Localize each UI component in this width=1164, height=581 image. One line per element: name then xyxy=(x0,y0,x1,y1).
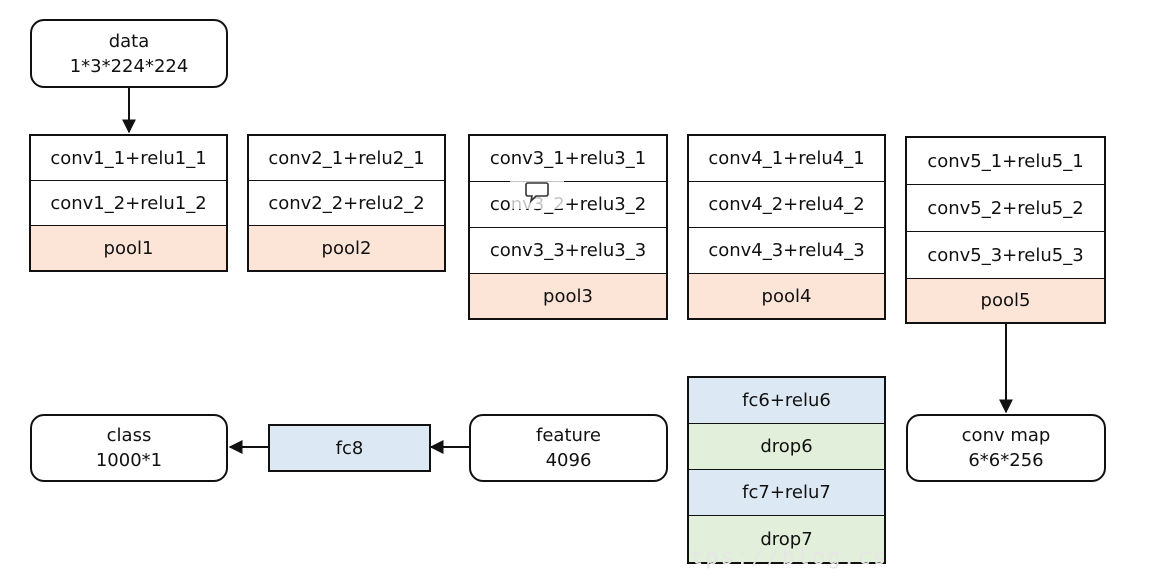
feature-shape: 4096 xyxy=(545,450,592,471)
layer-conv5-2: conv5_2+relu5_2 xyxy=(907,185,1104,232)
layer-conv3-3: conv3_3+relu3_3 xyxy=(470,228,666,274)
layer-conv3-1: conv3_1+relu3_1 xyxy=(470,136,666,182)
layer-conv5-3: conv5_3+relu5_3 xyxy=(907,232,1104,279)
layer-conv4-1: conv4_1+relu4_1 xyxy=(689,136,884,182)
layer-pool3: pool3 xyxy=(470,274,666,318)
feature-name: feature xyxy=(536,425,601,446)
layer-drop7: drop7 xyxy=(689,516,884,562)
data-input-shape: 1*3*224*224 xyxy=(69,55,189,77)
fc-stack: fc6+relu6 drop6 fc7+relu7 drop7 xyxy=(687,376,886,564)
conv-map-shape: 6*6*256 xyxy=(968,450,1044,471)
layer-conv2-2: conv2_2+relu2_2 xyxy=(249,181,444,226)
conv-block-3: conv3_1+relu3_1 conv3_2+relu3_2 conv3_3+… xyxy=(468,134,668,320)
data-input-node: data 1*3*224*224 xyxy=(30,19,228,88)
conv-map-name: conv map xyxy=(961,425,1051,446)
conv-map-node: conv map 6*6*256 xyxy=(906,414,1106,482)
conv-block-5: conv5_1+relu5_1 conv5_2+relu5_2 conv5_3+… xyxy=(905,136,1106,324)
speech-bubble-icon[interactable] xyxy=(510,175,564,209)
fc8-node: fc8 xyxy=(268,424,431,472)
layer-pool4: pool4 xyxy=(689,274,884,318)
conv-block-2: conv2_1+relu2_1 conv2_2+relu2_2 pool2 xyxy=(247,134,446,272)
layer-conv3-2: conv3_2+relu3_2 xyxy=(470,182,666,228)
class-output-name: class xyxy=(106,425,152,446)
layer-conv1-2: conv1_2+relu1_2 xyxy=(31,181,226,226)
conv-block-1: conv1_1+relu1_1 conv1_2+relu1_2 pool1 xyxy=(29,134,228,272)
data-input-name: data xyxy=(108,30,150,52)
layer-drop6: drop6 xyxy=(689,424,884,470)
layer-conv4-3: conv4_3+relu4_3 xyxy=(689,228,884,274)
class-output-node: class 1000*1 xyxy=(30,414,228,482)
feature-node: feature 4096 xyxy=(469,414,668,482)
layer-pool1: pool1 xyxy=(31,226,226,270)
fc8-label: fc8 xyxy=(335,437,364,459)
layer-conv2-1: conv2_1+relu2_1 xyxy=(249,136,444,181)
layer-pool5: pool5 xyxy=(907,279,1104,322)
class-output-shape: 1000*1 xyxy=(95,450,163,471)
layer-fc6: fc6+relu6 xyxy=(689,378,884,424)
watermark: tps://blog.cs xyxy=(690,545,889,570)
layer-conv1-1: conv1_1+relu1_1 xyxy=(31,136,226,181)
layer-conv5-1: conv5_1+relu5_1 xyxy=(907,138,1104,185)
layer-fc7: fc7+relu7 xyxy=(689,470,884,516)
layer-pool2: pool2 xyxy=(249,226,444,270)
conv-block-4: conv4_1+relu4_1 conv4_2+relu4_2 conv4_3+… xyxy=(687,134,886,320)
layer-conv4-2: conv4_2+relu4_2 xyxy=(689,182,884,228)
